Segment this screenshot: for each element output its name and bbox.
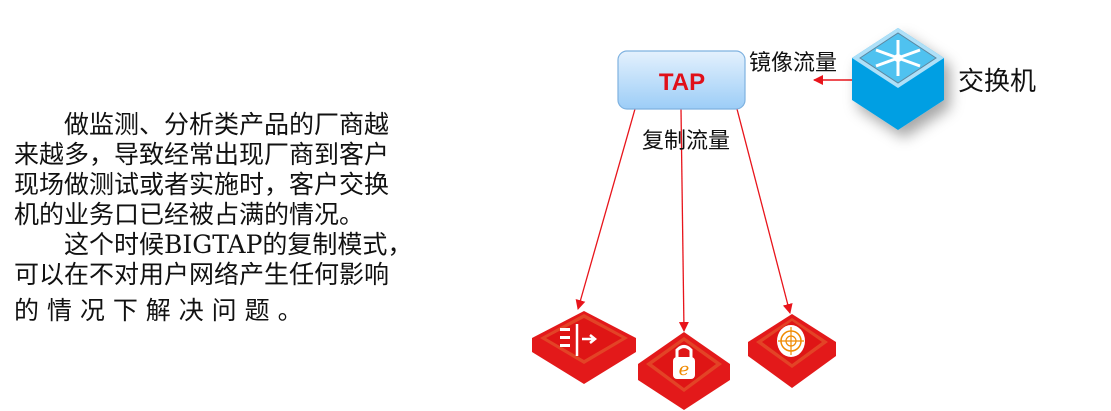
paragraph-line: 机的业务口已经被占满的情况。 [14,200,365,229]
svg-text:e: e [679,359,690,380]
copy-arrow-right [736,108,793,314]
switch-icon [852,28,944,130]
tap-box: TAP [617,50,746,110]
device-middle-lock-icon: e [638,332,730,410]
copy-arrow-middle [678,108,689,332]
copy-arrow-left [575,108,636,310]
description-paragraph: 做监测、分析类产品的厂商越 来越多，导致经常出现厂商到客户 现场做测试或者实施时… [14,110,414,326]
paragraph-line: 来越多，导致经常出现厂商到客户 [14,140,390,169]
device-right-target-icon [748,314,836,388]
tap-label: TAP [659,69,705,96]
paragraph-line: 这个时候BIGTAP的复制模式， [14,230,413,259]
copy-traffic-label: 复制流量 [642,129,730,154]
mirror-traffic-label: 镜像流量 [749,51,837,76]
device-left-icon [532,311,636,384]
paragraph-line: 可以在不对用户网络产生任何影响 [14,260,390,289]
switch-label: 交换机 [958,67,1036,97]
paragraph-line: 现场做测试或者实施时，客户交换 [14,170,390,199]
paragraph-line: 的 情 况 下 解 决 问 题 。 [14,296,303,325]
paragraph-line: 做监测、分析类产品的厂商越 [14,110,390,139]
